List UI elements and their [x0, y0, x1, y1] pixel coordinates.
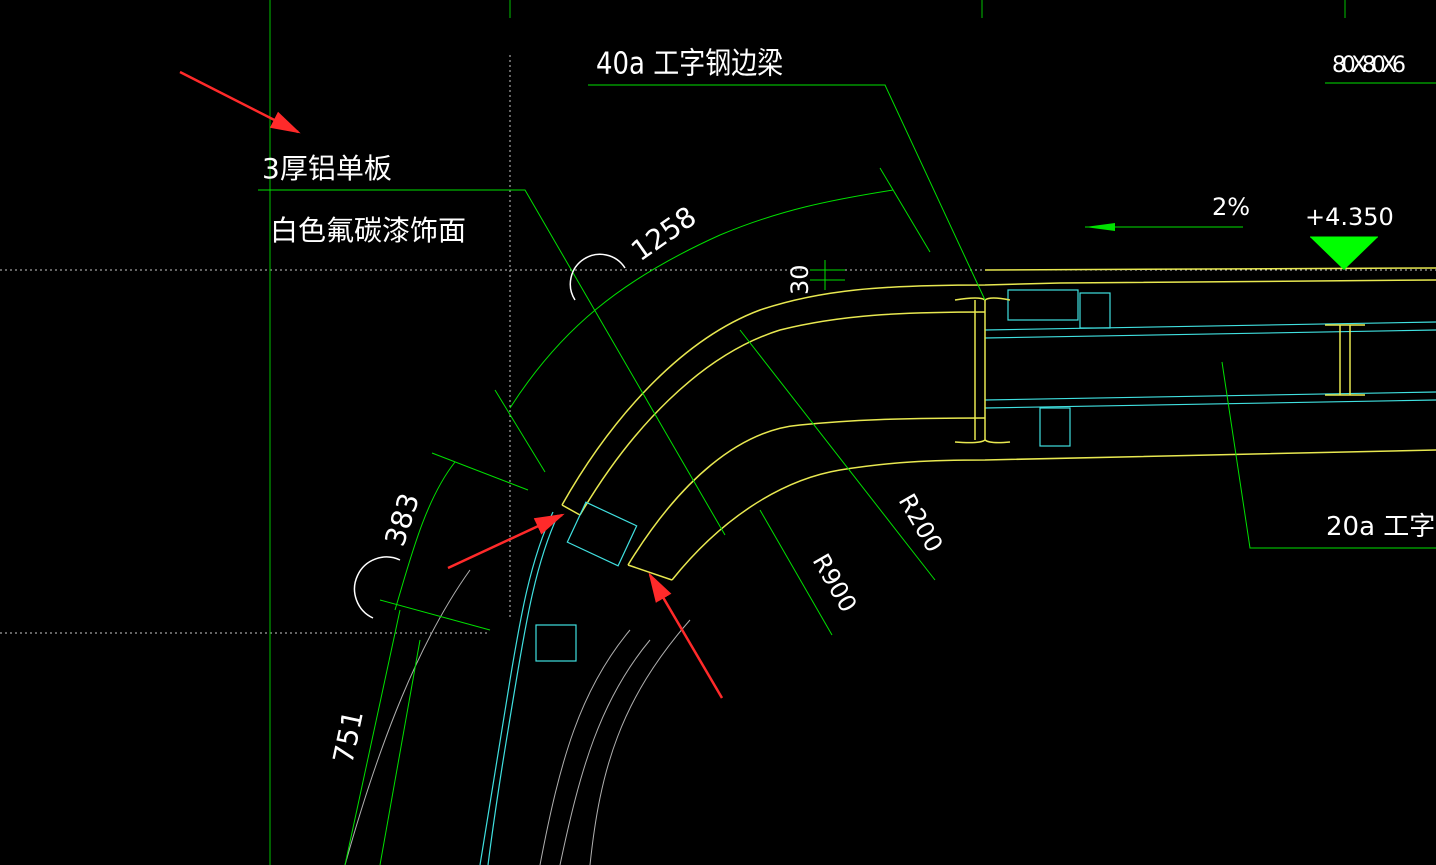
dimension-30: 30 [786, 264, 814, 295]
angle-steel-label: 80X80X6 [1332, 53, 1406, 78]
radius-r200: R200 [893, 489, 948, 557]
arc-dimension-symbols [353, 253, 626, 619]
dimension-1258: 1258 [625, 200, 702, 268]
slope-label: 2% [1212, 193, 1250, 221]
outline-curves [344, 569, 691, 865]
i-beam-20a-section [1325, 324, 1365, 396]
reference-grid [0, 55, 1436, 634]
panel-finish-label: 白色氟碳漆饰面 [270, 214, 466, 247]
reference-grid-solid [269, 0, 1346, 865]
radius-r900: R900 [807, 549, 862, 617]
cladding-lines [479, 289, 1436, 865]
dimension-383: 383 [378, 489, 426, 550]
beam-20a-label: 20a 工字钢 [1326, 512, 1436, 542]
structure-arcs [561, 267, 1436, 581]
dimension-751: 751 [327, 707, 370, 766]
beam-40a-label: 40a 工字钢边梁 [596, 46, 783, 81]
panel-material-label: 3厚铝单板 [262, 152, 392, 185]
red-arrow-icon [179, 70, 724, 699]
leader-lines [258, 82, 1436, 865]
slope-arrow-icon [1085, 223, 1115, 231]
elevation-label: +4.350 [1305, 203, 1394, 231]
triangle-down-icon [1310, 237, 1378, 270]
i-beam-40a-section [954, 297, 1011, 444]
